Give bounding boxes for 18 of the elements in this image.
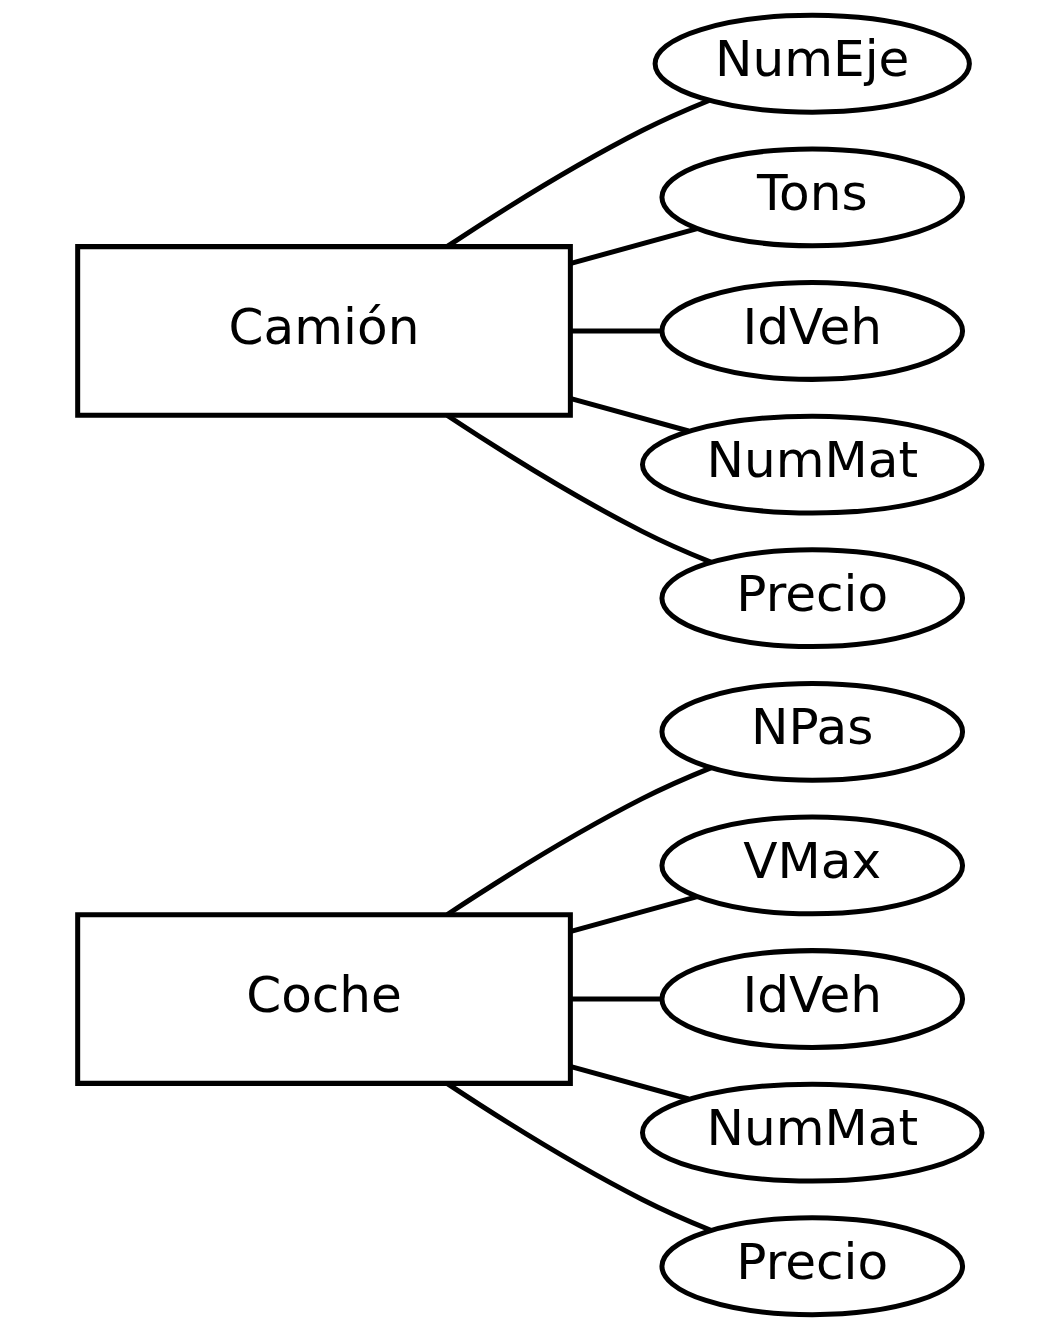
- node-ellipse: NPas: [659, 680, 966, 783]
- node-ellipse: NumMat: [639, 413, 985, 516]
- node-ellipse: Tons: [659, 146, 966, 249]
- node-ellipse: IdVeh: [659, 280, 966, 382]
- node-ellipse: NumEje: [652, 12, 972, 115]
- connector: [570, 226, 698, 266]
- connector: [571, 996, 662, 1002]
- connector: [570, 396, 690, 434]
- node-ellipse: Precio: [659, 1215, 966, 1318]
- node-box: Coche: [75, 912, 573, 1086]
- node-ellipse: IdVeh: [659, 948, 966, 1050]
- connector: [570, 894, 698, 934]
- node-ellipse: VMax: [659, 814, 966, 917]
- connector: [570, 1064, 690, 1102]
- node-box: Camión: [75, 244, 573, 418]
- node-ellipse: NumMat: [639, 1081, 985, 1184]
- node-ellipse: Precio: [659, 547, 966, 650]
- connector: [571, 328, 662, 334]
